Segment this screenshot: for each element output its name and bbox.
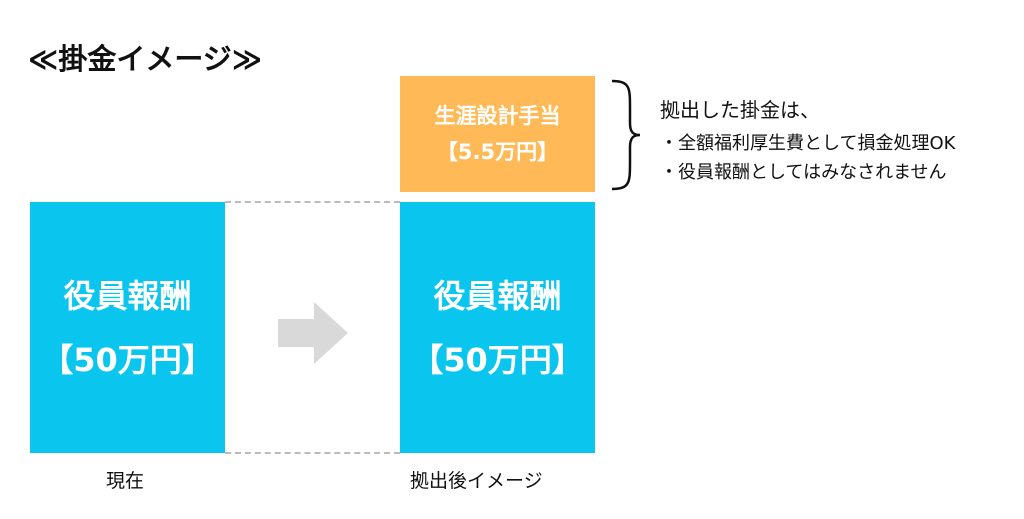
- current-salary-box: 役員報酬 【50万円】: [30, 202, 225, 453]
- notes-heading: 拠出した掛金は、: [660, 98, 820, 122]
- note-item: ・役員報酬としてはみなされません: [660, 162, 947, 183]
- allowance-amount: 【5.5万円】: [436, 140, 559, 164]
- salary-label: 役員報酬: [63, 276, 192, 315]
- allowance-box: 生涯設計手当 【5.5万円】: [400, 76, 595, 192]
- curly-brace-icon: [611, 79, 641, 191]
- dashed-connector-top: [225, 201, 400, 203]
- arrow-right-icon: [278, 302, 348, 364]
- note-item: ・全額福利厚生費として損金処理OK: [660, 133, 956, 154]
- current-label: 現在: [106, 470, 145, 492]
- dashed-connector-bottom: [225, 452, 400, 454]
- page-title: ≪掛金イメージ≫: [28, 42, 263, 76]
- salary-amount: 【50万円】: [41, 340, 214, 379]
- salary-label: 役員報酬: [433, 276, 562, 315]
- salary-amount: 【50万円】: [411, 340, 584, 379]
- allowance-label: 生涯設計手当: [434, 104, 561, 128]
- after-label: 拠出後イメージ: [410, 470, 543, 492]
- after-salary-box: 役員報酬 【50万円】: [400, 202, 595, 453]
